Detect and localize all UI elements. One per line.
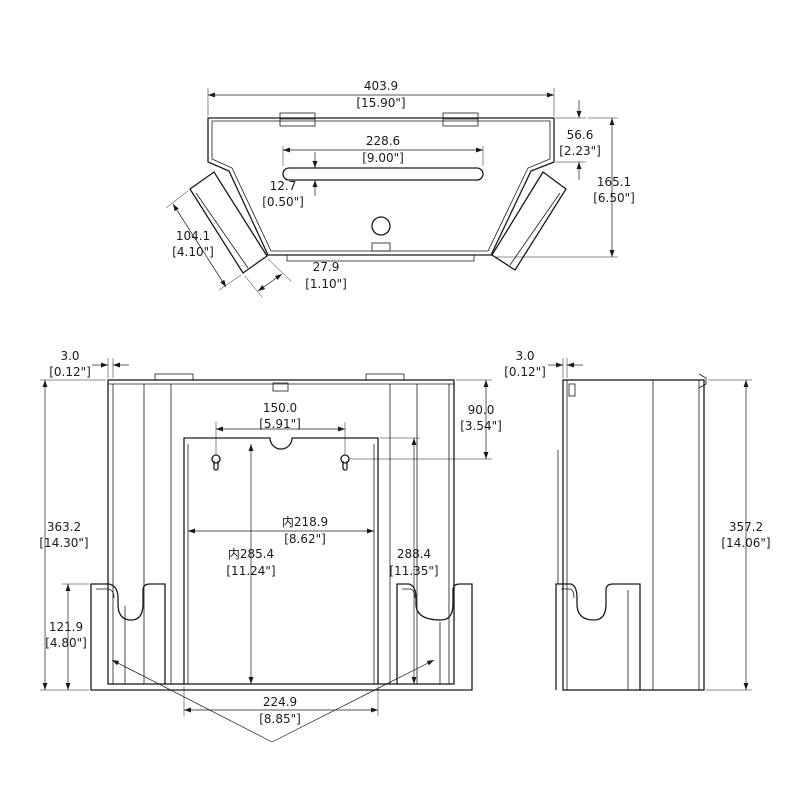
dim-pocket-width: 27.9 <box>313 260 340 274</box>
dim-front-height: 363.2 <box>47 520 81 534</box>
dim-opening-height: 288.4 <box>397 547 431 561</box>
dim-inner-height-in: [11.24"] <box>226 564 275 578</box>
top-view-front-lip <box>286 255 475 262</box>
dim-overall-width: 403.9 <box>364 79 398 93</box>
dim-side-wall-in: [0.12"] <box>504 365 546 379</box>
dim-slot-width-in: [0.50"] <box>262 195 304 209</box>
dim-front-height-in: [14.30"] <box>39 536 88 550</box>
top-view-slot <box>282 167 484 181</box>
dim-side-height-in: [14.06"] <box>721 536 770 550</box>
top-view: 403.9 [15.90"] 228.6 [9.00"] 12.7 [0.50"… <box>165 79 635 298</box>
dim-bottom-width-in: [8.85"] <box>259 712 301 726</box>
dim-side-offset-in: [2.23"] <box>559 144 601 158</box>
dim-slot-length: 228.6 <box>366 134 400 148</box>
front-view: 3.0 [0.12"] 363.2 [14.30"] 150.0 [5.91"]… <box>39 349 502 743</box>
dim-front-wall-in: [0.12"] <box>49 365 91 379</box>
dim-hole-spacing: 150.0 <box>263 401 297 415</box>
dim-slot-length-in: [9.00"] <box>362 151 404 165</box>
keyhole-right <box>340 454 350 471</box>
dim-slot-width: 12.7 <box>270 179 297 193</box>
side-view-tab <box>568 383 576 397</box>
front-view-base <box>90 684 473 691</box>
front-view-hinge-right <box>365 373 405 381</box>
dim-side-wall: 3.0 <box>515 349 534 363</box>
top-view-hole <box>371 216 391 236</box>
dim-pocket-length: 104.1 <box>176 229 210 243</box>
top-view-inner-outline <box>211 120 551 252</box>
top-view-hinge-right <box>442 112 479 127</box>
dim-depth: 165.1 <box>597 175 631 189</box>
dim-hole-drop-in: [3.54"] <box>460 419 502 433</box>
front-view-pocket-left <box>90 583 166 684</box>
dim-overall-width-in: [15.90"] <box>356 96 405 110</box>
keyhole-left <box>211 454 221 471</box>
front-view-top-tab <box>272 382 289 392</box>
dim-pocket-height-in: [4.80"] <box>45 636 87 650</box>
dim-pocket-length-in: [4.10"] <box>172 245 214 259</box>
side-view: 3.0 [0.12"] 357.2 [14.06"] <box>504 349 771 691</box>
dim-side-offset: 56.6 <box>567 128 594 142</box>
front-view-hinge-left <box>154 373 194 381</box>
top-view-tab <box>371 242 391 252</box>
dim-inner-height: 内285.4 <box>228 547 274 561</box>
dim-front-wall: 3.0 <box>60 349 79 363</box>
dim-depth-in: [6.50"] <box>593 191 635 205</box>
front-view-pocket-right <box>396 583 473 684</box>
side-view-pocket <box>555 583 641 690</box>
dim-inner-width-in: [8.62"] <box>284 532 326 546</box>
dim-hole-drop: 90.0 <box>468 403 495 417</box>
dim-side-height: 357.2 <box>729 520 763 534</box>
dim-pocket-width-in: [1.10"] <box>305 277 347 291</box>
dim-inner-width: 内218.9 <box>282 515 328 529</box>
dim-pocket-height: 121.9 <box>49 620 83 634</box>
top-view-pocket-right <box>491 171 567 271</box>
top-view-hinge-left <box>279 112 316 127</box>
front-view-window <box>183 437 379 684</box>
side-view-body <box>562 379 705 691</box>
top-view-outline <box>207 117 555 256</box>
front-view-back-panel <box>107 379 455 685</box>
dim-hole-spacing-in: [5.91"] <box>259 417 301 431</box>
side-view-hinge <box>698 373 707 389</box>
dim-opening-height-in: [11.35"] <box>389 564 438 578</box>
dim-bottom-width: 224.9 <box>263 695 297 709</box>
